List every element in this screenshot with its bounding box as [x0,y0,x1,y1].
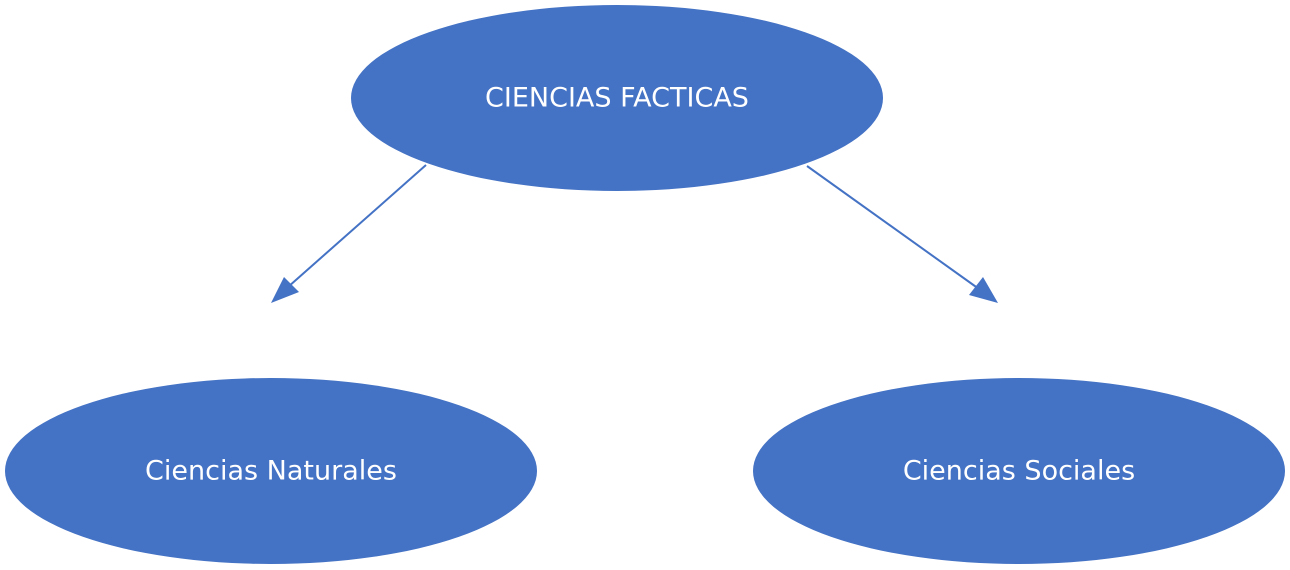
arrow-line-left [287,164,427,288]
node-ellipse-naturales [5,378,537,564]
node-ciencias-facticas: CIENCIAS FACTICAS [351,5,883,191]
node-label-naturales: Ciencias Naturales [145,456,397,487]
arrow-to-naturales [271,164,427,303]
node-ciencias-naturales: Ciencias Naturales [5,378,537,564]
arrow-line-right [806,165,980,290]
arrowhead-right [969,277,998,303]
node-ciencias-sociales: Ciencias Sociales [753,378,1285,564]
node-ellipse-root [351,5,883,191]
node-ellipse-sociales [753,378,1285,564]
arrow-to-sociales [806,165,998,303]
node-label-root: CIENCIAS FACTICAS [485,83,749,114]
node-label-sociales: Ciencias Sociales [903,456,1135,487]
arrowhead-left [271,277,299,303]
